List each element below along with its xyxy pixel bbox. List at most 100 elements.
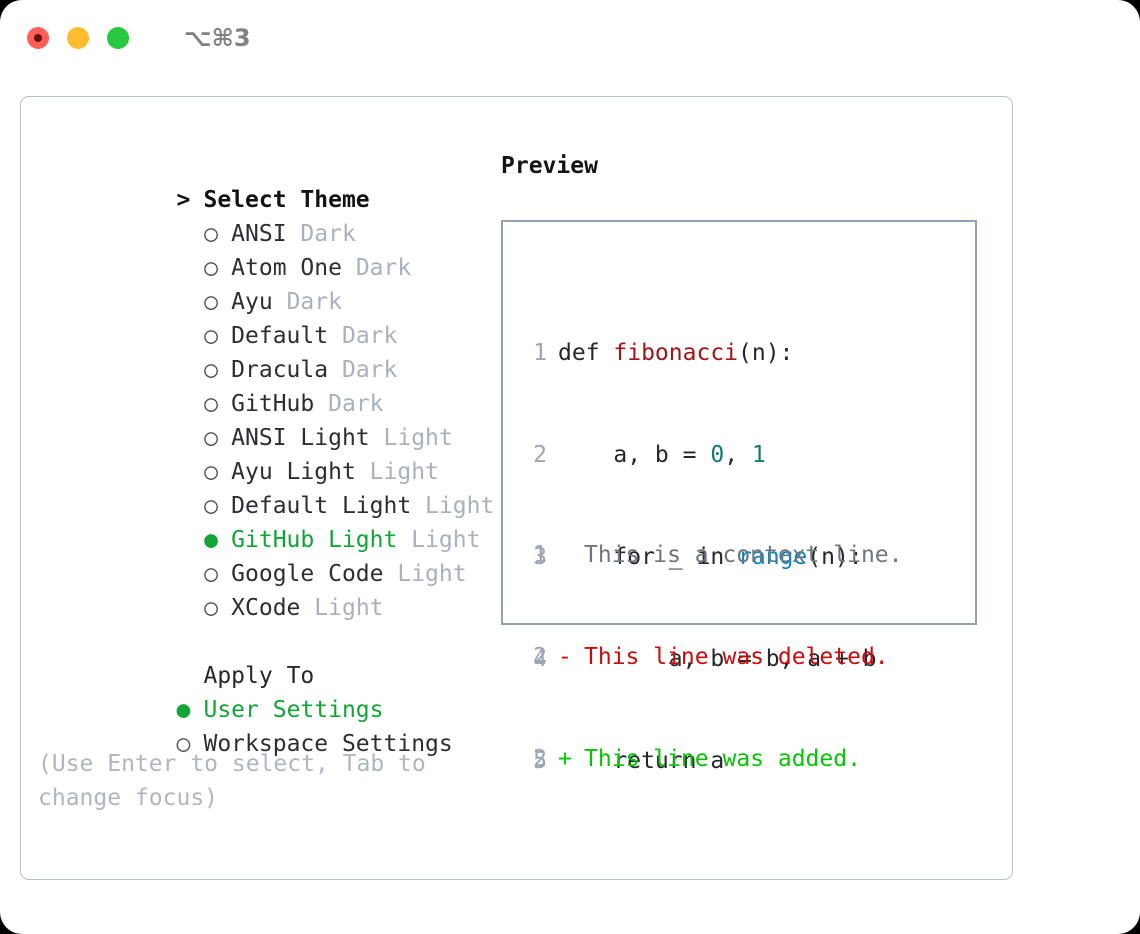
radio-unselected-icon[interactable]: ○ [204,561,219,587]
line-number: 4 [533,646,547,672]
title-bar: ⌥⌘3 [0,0,1140,76]
apply-to-option[interactable]: ○ Workspace Settings [38,693,488,757]
theme-list-item-selected[interactable]: ● GitHub Light Light [38,489,488,553]
apply-to-option-selected[interactable]: ● User Settings [38,659,488,723]
theme-list-item[interactable]: ○ Atom One Dark [38,217,488,281]
apply-to-option-label: User Settings [203,697,384,723]
radio-unselected-icon[interactable]: ○ [204,391,219,417]
radio-unselected-icon[interactable]: ○ [204,221,219,247]
theme-list-item[interactable]: ○GitHub Dark [38,353,488,417]
theme-list-item[interactable]: ○ Default Dark [38,285,488,349]
code-token-call: range [738,544,808,570]
theme-list-item[interactable]: ○ ANSI Dark [38,183,488,247]
code-token-number: 0 [710,442,725,468]
theme-name-label: Atom One [231,255,342,281]
theme-kind-label: Light [369,459,439,485]
diff-sample: 1 This is a context line. 2-This line wa… [521,470,903,844]
theme-name-label: Ayu Light [231,459,356,485]
minimize-button-icon[interactable] [67,27,89,49]
radio-selected-icon[interactable]: ● [176,697,191,723]
code-line: 2 a, b = 0, 1 [521,438,877,472]
theme-list-item[interactable]: ○ XCode Light [38,557,488,621]
line-number: 3 [533,544,547,570]
code-token: return a [558,748,725,774]
radio-unselected-icon[interactable]: ○ [176,731,191,757]
code-token: for _ in [558,544,739,570]
keyboard-shortcut-label: ⌥⌘3 [184,24,251,52]
theme-list-item[interactable]: ○ANSI Light Light [38,387,488,451]
theme-kind-label: Light [425,493,495,519]
line-number: 1 [533,340,547,366]
theme-list-item[interactable]: ○ Ayu Light Light [38,421,488,485]
radio-unselected-icon[interactable]: ○ [204,493,219,519]
line-number: 1 [533,542,547,568]
code-token: a, b = [558,442,711,468]
theme-list-item[interactable]: ○ Dracula Dark [38,319,488,383]
theme-name-label: Ayu [231,289,273,315]
theme-picker-header-label: Select Theme [203,187,370,213]
radio-unselected-icon[interactable]: ○ [204,323,219,349]
code-line: 5 return a [521,744,877,778]
blank-marker-icon [176,659,203,693]
theme-kind-label: Dark [341,357,398,383]
maximize-button-icon[interactable] [107,27,129,49]
diff-line-added: 2 + This line was added. [521,742,903,776]
radio-selected-icon[interactable]: ● [204,527,219,553]
diff-text: This line was added. [584,746,861,772]
line-number: 2 [533,746,547,772]
radio-unselected-icon[interactable]: ○ [204,289,219,315]
code-token: def [558,340,614,366]
panel-columns: >Select Theme ○ANSI Dark ○Atom One Dark … [21,97,1012,879]
traffic-light-buttons [27,27,129,49]
diff-sign [558,538,584,572]
theme-list-item[interactable]: ○ Default Light Light [38,455,494,519]
theme-list[interactable]: ○ ANSI Dark ○ Atom One Dark ○ Ayu Dark ○ Def… [38,183,494,621]
close-button-icon[interactable] [27,27,49,49]
radio-unselected-icon[interactable]: ○ [204,459,219,485]
theme-name-label: Default Light [231,493,412,519]
radio-unselected-icon[interactable]: ○ [204,357,219,383]
theme-name-label: Default [231,323,329,349]
code-line: 4 a, b = b, a + b [521,642,877,676]
theme-kind-label: Dark [300,221,356,247]
theme-name-label: Google Code [231,561,384,587]
keyboard-hint-text: (Use Enter to select, Tab to change focu… [38,751,440,811]
theme-name-label: Dracula [231,357,329,383]
apply-to-label: Apply To [203,663,315,689]
theme-kind-label: Light [314,595,384,621]
line-number: 2 [533,442,547,468]
theme-name-label: ANSI [231,221,287,247]
diff-line-deleted: 2-This line was deleted. [521,640,903,674]
apply-to-option-label: Workspace Settings [203,731,453,757]
code-token-function: fibonacci [613,340,739,366]
theme-name-label: XCode [231,595,301,621]
code-line: 3 for _ in range(n): [521,540,877,574]
code-token-number: 1 [751,442,766,468]
theme-kind-label: Light [397,561,467,587]
diff-text: This is a context line. [584,542,903,568]
radio-unselected-icon[interactable]: ○ [204,255,219,281]
diff-sign-plus: + [558,746,572,772]
preview-title: Preview [501,153,598,179]
theme-kind-label: Dark [328,391,384,417]
theme-kind-label: Dark [355,255,412,281]
theme-kind-label: Light [411,527,481,553]
code-token: a, b = b, a + b [558,646,877,672]
theme-list-item[interactable]: ○ Google Code Light [38,523,488,587]
theme-name-label: GitHub Light [231,527,398,553]
line-number: 5 [533,748,547,774]
apply-to-section-label: Apply To [38,625,488,689]
radio-unselected-icon[interactable]: ○ [204,595,219,621]
theme-list-item[interactable]: ○ Ayu Dark [38,251,488,315]
theme-kind-label: Light [383,425,453,451]
radio-unselected-icon[interactable]: ○ [204,425,219,451]
line-number: 2 [533,644,547,670]
theme-kind-label: Dark [286,289,342,315]
diff-text: This line was deleted. [584,644,889,670]
theme-kind-label: Dark [341,323,398,349]
theme-picker-column: >Select Theme ○ANSI Dark ○Atom One Dark … [38,149,494,815]
